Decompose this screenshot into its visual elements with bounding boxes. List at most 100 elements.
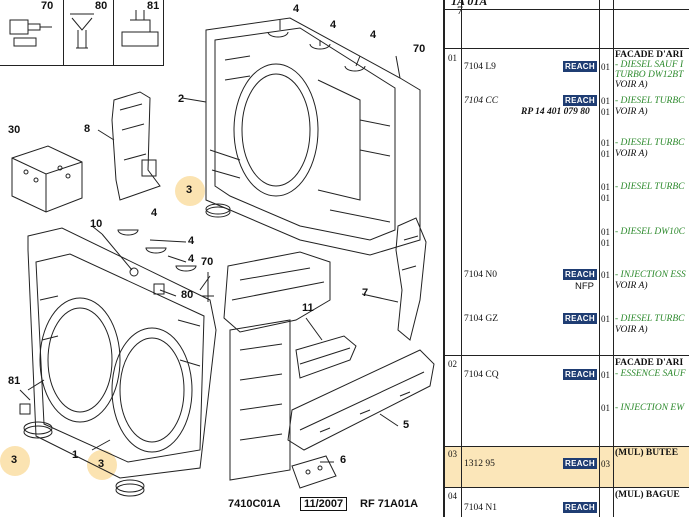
retaining-clip-icon (121, 10, 159, 47)
callout-label[interactable]: 4 (370, 29, 377, 41)
callout-label[interactable]: 70 (413, 43, 426, 55)
column-divider (599, 0, 600, 517)
quantity: 01 (601, 270, 610, 280)
part-ref[interactable]: 7104 N0 (464, 270, 497, 280)
reach-badge[interactable]: REACH (563, 313, 597, 324)
reach-badge[interactable]: REACH (563, 458, 597, 469)
lower-front-frame (27, 227, 217, 479)
callout-label[interactable]: 7 (362, 287, 369, 299)
row-title: (MUL) BAGUE (615, 490, 680, 500)
part-ref[interactable]: 1312 95 (464, 459, 495, 469)
plate-part-6 (291, 455, 337, 489)
parts-header: V2P 7 71A 01A (445, 0, 689, 17)
replacement-ref[interactable]: RP 14 401 079 80 (521, 107, 590, 117)
part-description: VOIR A) (615, 149, 648, 159)
quantity: 01 (601, 403, 610, 413)
callout-label[interactable]: 5 (403, 419, 410, 431)
air-duct-part-8 (111, 91, 161, 201)
upper-front-frame (205, 17, 421, 256)
callout-label[interactable]: 4 (151, 207, 158, 219)
quantity: 01 (601, 96, 610, 106)
callout-label[interactable]: 1 (72, 449, 79, 461)
row-divider (445, 446, 689, 447)
row-number: 03 (448, 449, 457, 459)
quantity: 01 (601, 370, 610, 380)
highlight-marker (175, 176, 205, 206)
row-number: 01 (448, 53, 457, 63)
part-description: VOIR A) (615, 325, 648, 335)
part-description: VOIR A) (615, 281, 648, 291)
quantity: 01 (601, 193, 610, 203)
quantity: 01 (601, 182, 610, 192)
crossbeam-part-5 (287, 349, 435, 451)
part-ref[interactable]: 7104 CQ (464, 370, 499, 380)
thumbnail-label: 80 (95, 0, 108, 12)
part-description: - DIESEL SAUF I (615, 60, 684, 70)
clip-4 (309, 43, 331, 50)
thumbnail-80[interactable] (64, 0, 114, 66)
parts-list-table: V2P 7 71A 01A 01 FACADE D'ARI 7104 L9 RE… (445, 0, 689, 517)
reach-badge[interactable]: REACH (563, 95, 597, 106)
callout-label[interactable]: 10 (90, 218, 103, 230)
quantity: 01 (601, 227, 610, 237)
bracket-part-7 (395, 217, 427, 341)
callout-label[interactable]: 80 (181, 289, 194, 301)
part-description: VOIR A) (615, 107, 648, 117)
callout-label[interactable]: 4 (188, 253, 195, 265)
callout-label[interactable]: 2 (178, 93, 185, 105)
quantity: 01 (601, 149, 610, 159)
thumbnail-label: 81 (147, 0, 160, 12)
reach-badge[interactable]: REACH (563, 369, 597, 380)
callout-label[interactable]: 4 (330, 19, 337, 31)
diagram-drawing (9, 10, 435, 497)
row-divider (445, 355, 689, 356)
callout-label[interactable]: 70 (201, 256, 214, 268)
part-description: - DIESEL TURBC (615, 96, 685, 106)
diagram-code-left: 7410C01A (228, 498, 281, 510)
nfp-flag: NFP (575, 281, 594, 292)
callout-label[interactable]: 8 (84, 123, 91, 135)
part-ref[interactable]: 7104 L9 (464, 62, 496, 72)
part-description: - ESSENCE SAUF (615, 369, 686, 379)
reach-badge[interactable]: REACH (563, 269, 597, 280)
quantity: 01 (601, 314, 610, 324)
part-ref[interactable]: 7104 CC (464, 96, 499, 106)
thumbnail-81[interactable] (114, 0, 164, 66)
thumbnail-label: 70 (41, 0, 54, 12)
callout-label[interactable]: 11 (302, 302, 314, 314)
part-description: TURBO DW12BT (615, 70, 684, 80)
callout-label[interactable]: 4 (293, 3, 300, 15)
part-description: - DIESEL TURBC (615, 182, 685, 192)
part-description: VOIR A) (615, 80, 648, 90)
clip-4 (344, 65, 366, 72)
row-divider (445, 487, 689, 488)
callout-label[interactable]: 3 (11, 454, 18, 466)
callout-label[interactable]: 4 (188, 235, 195, 247)
exploded-parts-diagram: 4 4 4 70 2 8 30 3 10 4 4 4 70 80 7 11 81… (0, 0, 435, 511)
diagram-code-right: RF 71A01A (360, 498, 419, 510)
push-clip-icon (70, 13, 94, 49)
quantity: 01 (601, 62, 610, 72)
panel-divider[interactable] (443, 0, 445, 517)
part-ref[interactable]: 7104 N1 (464, 503, 497, 513)
header-prefix: V2P 7 7 (457, 0, 487, 17)
diagram-date: 11/2007 (300, 497, 348, 511)
row-title: FACADE D'ARI (615, 50, 684, 60)
callout-label[interactable]: 3 (98, 458, 105, 470)
clip-4 (267, 31, 289, 38)
reach-badge[interactable]: REACH (563, 61, 597, 72)
duct-part-11 (295, 335, 357, 379)
row-divider (445, 48, 689, 49)
thumbnail-70[interactable] (0, 0, 64, 66)
row-number: 04 (448, 491, 457, 501)
part-description: - INJECTION ESS (615, 270, 686, 280)
callout-label[interactable]: 30 (8, 124, 21, 136)
reach-badge[interactable]: REACH (563, 502, 597, 513)
callout-label[interactable]: 6 (340, 454, 347, 466)
quantity: 01 (601, 138, 610, 148)
part-description: - INJECTION EW (615, 403, 685, 413)
part-ref[interactable]: 7104 GZ (464, 314, 499, 324)
part-description: - DIESEL TURBC (615, 314, 685, 324)
callout-label[interactable]: 3 (186, 184, 193, 196)
callout-label[interactable]: 81 (8, 375, 21, 387)
